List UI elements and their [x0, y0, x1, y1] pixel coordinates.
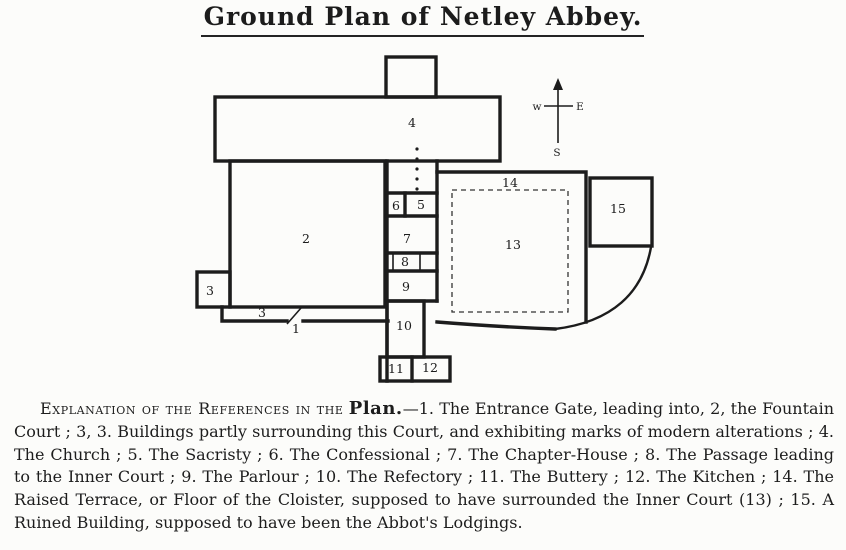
explanation-plan-word: Plan.: [348, 398, 403, 419]
room-label-3a: 3: [206, 283, 214, 298]
room-label-12: 12: [422, 360, 438, 375]
passage-inner-outline: [392, 252, 421, 272]
room-label-14: 14: [502, 175, 518, 190]
explanation-paragraph: Explanation of the References in the Pla…: [14, 398, 834, 535]
plan-room-numbers: 4 2 3 3 1 6 5 7 8 9 10 11 12 13 14 15: [206, 115, 626, 376]
room-label-4: 4: [408, 115, 416, 130]
cloister-terrace-dashed-outline: [451, 189, 569, 313]
room-label-6: 6: [392, 198, 400, 213]
room-label-3b: 3: [258, 305, 266, 320]
plan-walls: [195, 55, 654, 383]
page-title: Ground Plan of Netley Abbey.: [203, 2, 643, 31]
precinct-curved-wall: [553, 245, 653, 331]
room-label-1: 1: [292, 321, 300, 336]
room-label-8: 8: [401, 254, 409, 269]
explanation-lead: Explanation of the References in the: [40, 399, 344, 418]
compass-labels: w E S: [533, 101, 584, 159]
room-label-11: 11: [388, 361, 404, 376]
ruined-building-outline: [588, 176, 654, 248]
church-outline: [213, 95, 502, 163]
compass-rose: [544, 78, 573, 143]
west-annex-outline: [195, 270, 232, 309]
title-rule: [201, 35, 644, 37]
room-label-10: 10: [396, 318, 412, 333]
fountain-court-outline: [228, 159, 387, 309]
explanation-body: —1. The Entrance Gate, leading into, 2, …: [14, 399, 835, 532]
entrance-gate-mark: [286, 307, 302, 325]
room-label-7: 7: [403, 231, 411, 246]
room-label-9: 9: [402, 279, 410, 294]
south-range-wall-left: [220, 305, 289, 323]
room-label-15: 15: [610, 201, 626, 216]
compass-west-label: w: [533, 101, 542, 113]
compass-south-label: S: [553, 147, 560, 159]
room-label-5: 5: [417, 197, 425, 212]
compass-east-label: E: [576, 101, 584, 113]
room-label-13: 13: [505, 237, 521, 252]
inner-court-outer-wall: [435, 170, 588, 324]
room-label-2: 2: [302, 231, 310, 246]
church-tower-outline: [384, 55, 438, 99]
buttery-kitchen-outline: [378, 355, 452, 383]
inner-court-south-wall: [435, 320, 557, 331]
crossing-dotted-line: [415, 147, 419, 191]
compass-north-ornament: [553, 78, 563, 90]
